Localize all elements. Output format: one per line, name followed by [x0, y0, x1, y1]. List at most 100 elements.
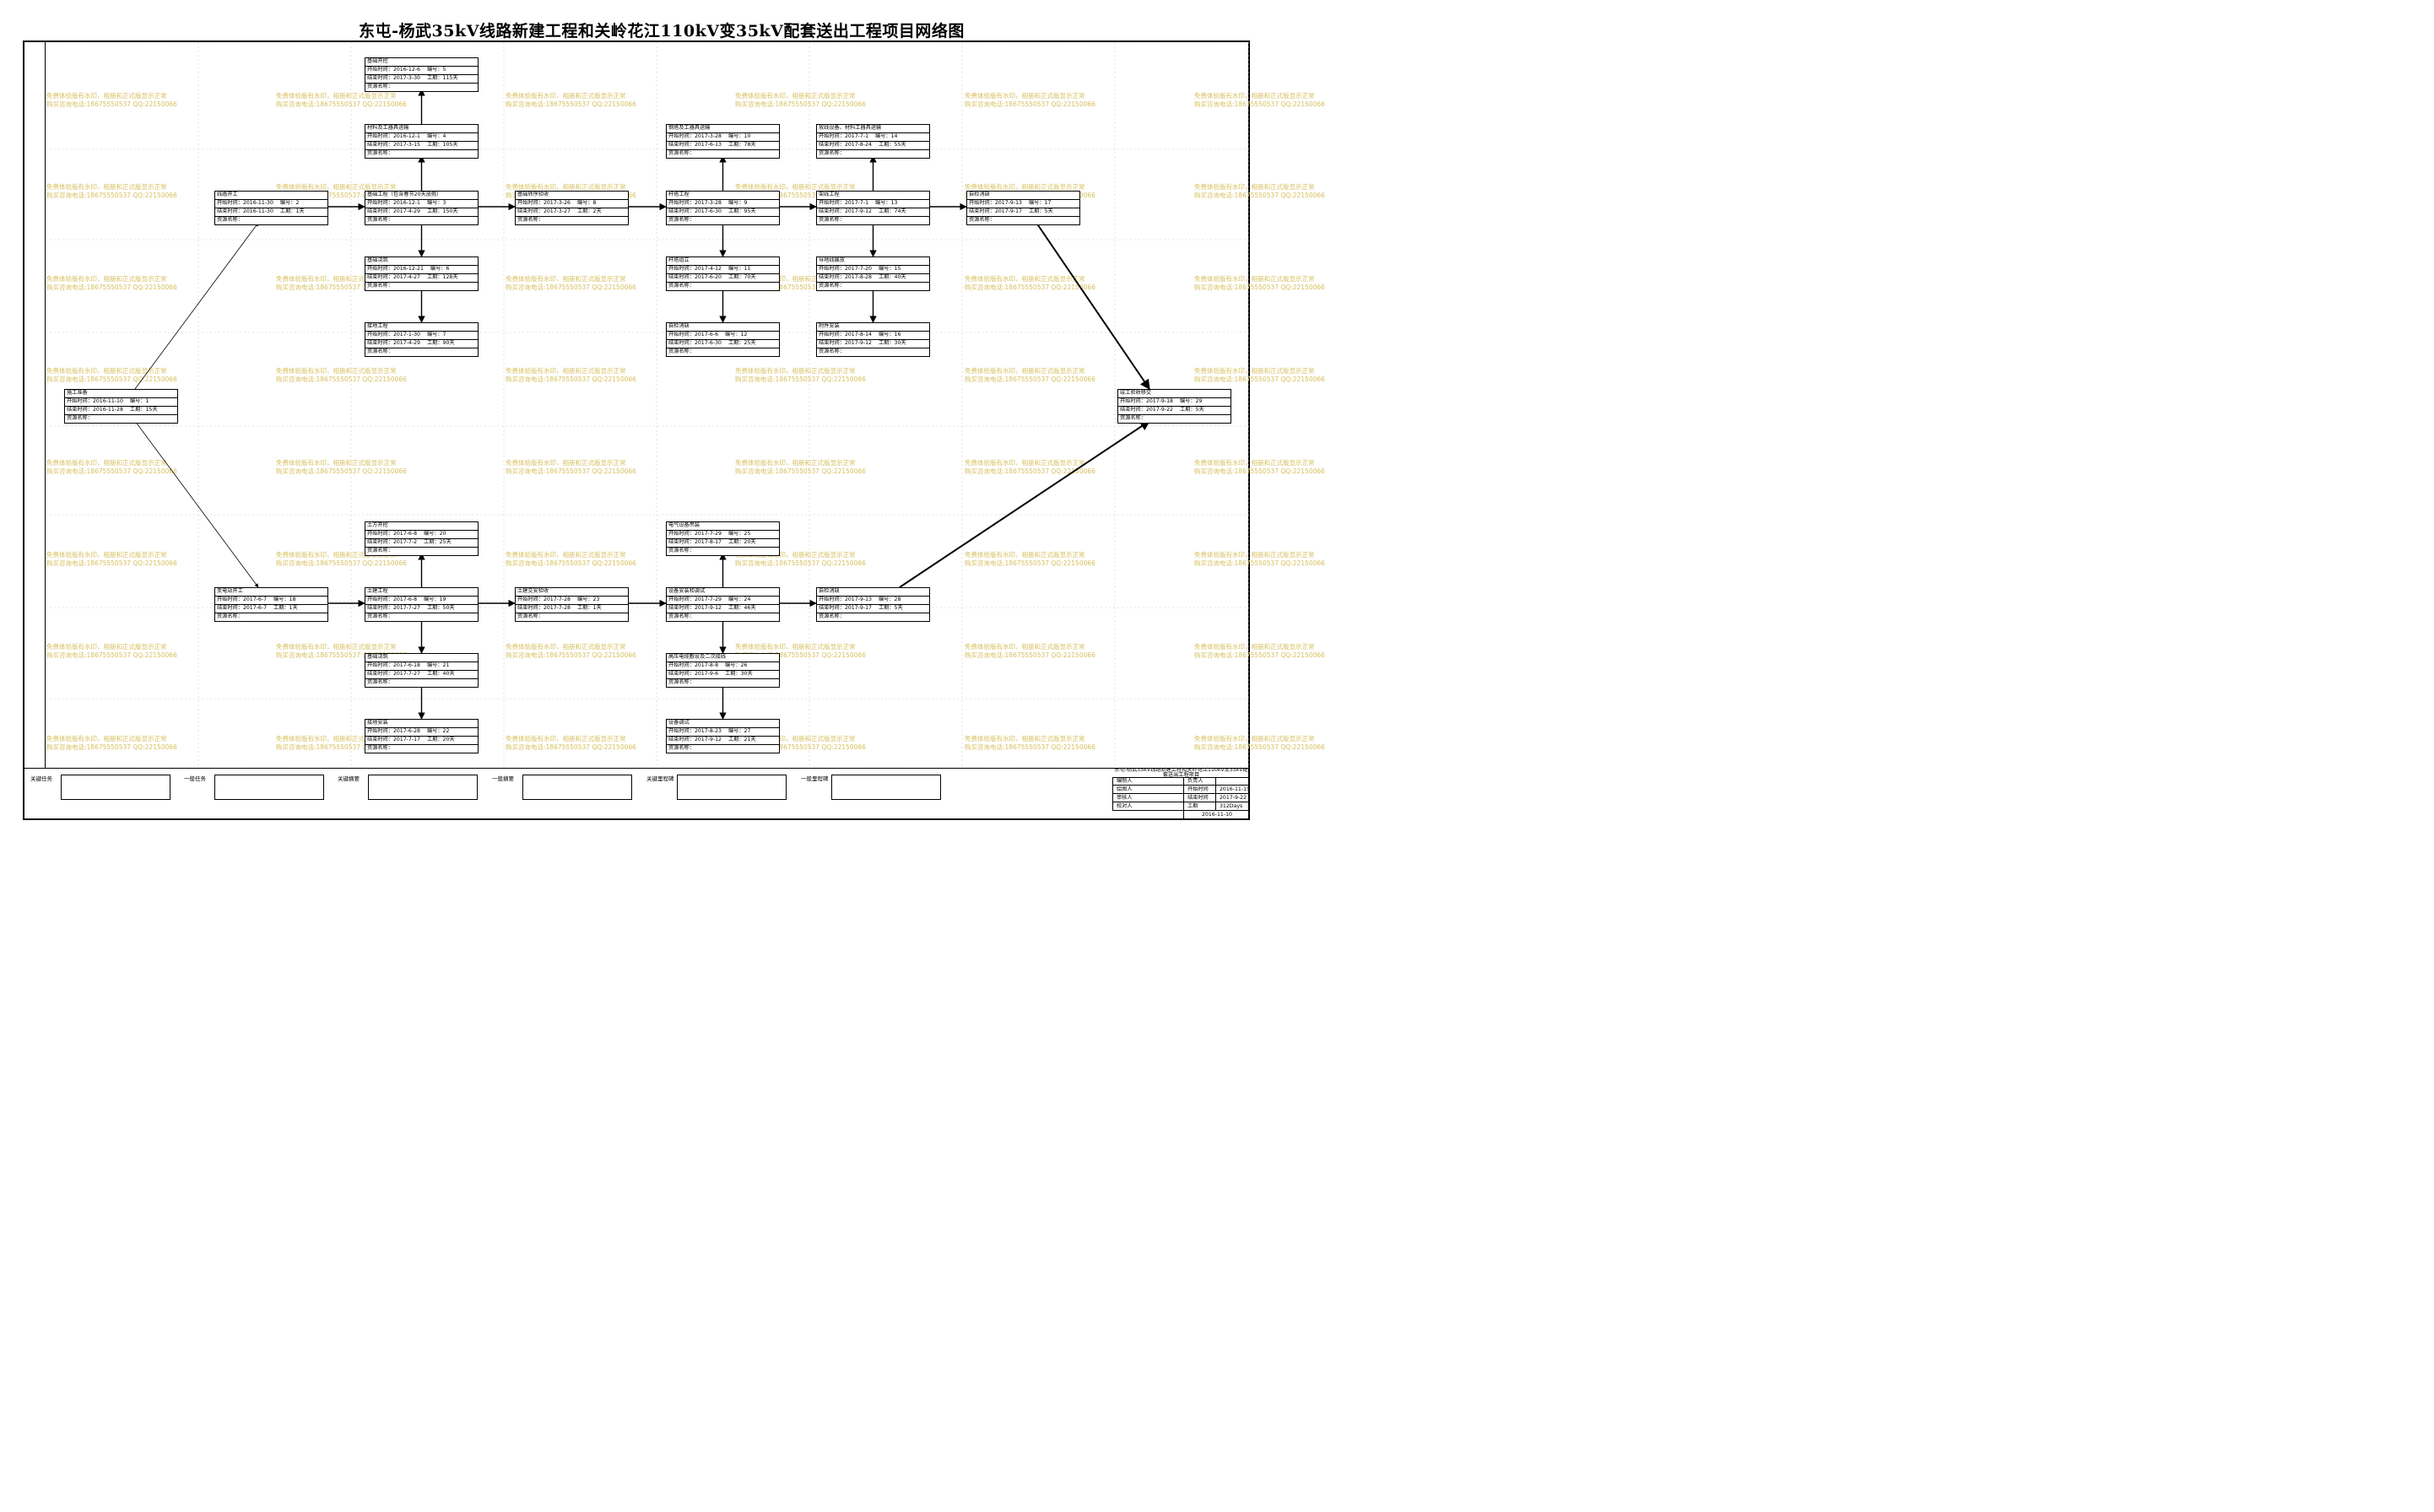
end-date: 2017-9-12: [844, 208, 872, 214]
resource-label: 资源名称：: [969, 217, 995, 223]
start-date: 2017-7-20: [844, 266, 872, 272]
task-id: 7: [442, 332, 446, 338]
legend-label: 关键里程碑: [646, 775, 674, 782]
watermark-text: 免费体验版有水印，相册和正式版显示正常购买咨询电话:18675550537 QQ…: [506, 275, 636, 291]
resource-label: 资源名称：: [367, 348, 393, 354]
end-date: 2017-4-29: [392, 340, 420, 346]
watermark-text: 免费体验版有水印，相册和正式版显示正常购买咨询电话:18675550537 QQ…: [1194, 643, 1325, 659]
resource-label: 资源名称：: [668, 283, 695, 289]
info-date: 2016-11-10: [1183, 811, 1250, 820]
duration-label: 工期：: [426, 142, 443, 148]
task-duration: 1天: [592, 605, 602, 611]
watermark-text: 免费体验版有水印，相册和正式版显示正常购买咨询电话:18675550537 QQ…: [46, 183, 177, 199]
watermark-text: 免费体验版有水印，相册和正式版显示正常购买咨询电话:18675550537 QQ…: [506, 551, 636, 567]
resource-label: 资源名称：: [367, 548, 393, 554]
start-date: 2016-12-6: [392, 67, 420, 73]
watermark-text: 免费体验版有水印，相册和正式版显示正常购买咨询电话:18675550537 QQ…: [965, 735, 1095, 751]
resource-label: 资源名称：: [367, 84, 393, 89]
task-duration: 1天: [289, 605, 298, 611]
start-date: 2017-7-28: [543, 597, 571, 602]
legend-swatch: [368, 775, 478, 800]
start-label: 开始时间：: [217, 200, 243, 206]
resource-label: 资源名称：: [367, 150, 393, 156]
task-id: 15: [894, 266, 901, 272]
watermark-text: 免费体验版有水印，相册和正式版显示正常购买咨询电话:18675550537 QQ…: [735, 551, 866, 567]
id-label: 编号：: [279, 200, 296, 206]
task-name: 材料及工器具运输: [367, 125, 409, 131]
start-date: 2017-6-7: [242, 597, 268, 602]
start-label: 开始时间：: [819, 597, 845, 602]
legend-swatch: [61, 775, 170, 800]
legend-label: 一般任务: [184, 775, 206, 782]
task-duration: 30天: [894, 340, 906, 346]
end-label: 结束时间：: [367, 75, 393, 81]
task-duration: 21天: [744, 737, 756, 742]
task-duration: 115天: [442, 75, 458, 81]
info-cell: 2016-11-15: [1215, 786, 1250, 794]
task-id: 26: [740, 662, 748, 668]
watermark-text: 免费体验版有水印，相册和正式版显示正常购买咨询电话:18675550537 QQ…: [46, 275, 177, 291]
task-duration: 105天: [442, 142, 458, 148]
watermark-text: 免费体验版有水印，相册和正式版显示正常购买咨询电话:18675550537 QQ…: [1194, 735, 1325, 751]
start-label: 开始时间：: [517, 597, 544, 602]
id-label: 编号：: [727, 531, 744, 537]
id-label: 编号：: [576, 597, 593, 602]
task-name: 线路开工: [217, 192, 238, 197]
end-label: 结束时间：: [367, 539, 393, 545]
start-label: 开始时间：: [819, 266, 845, 272]
task-duration: 20天: [744, 539, 756, 545]
end-label: 结束时间：: [819, 340, 845, 346]
resource-label: 资源名称：: [668, 548, 695, 554]
task-name: 接地工程: [367, 323, 388, 329]
watermark-text: 免费体验版有水印，相册和正式版显示正常购买咨询电话:18675550537 QQ…: [506, 92, 636, 108]
resource-label: 资源名称：: [668, 679, 695, 685]
start-label: 开始时间：: [367, 597, 393, 602]
end-label: 结束时间：: [367, 671, 393, 677]
id-label: 编号：: [875, 200, 891, 206]
duration-label: 工期：: [727, 605, 744, 611]
end-label: 结束时间：: [668, 737, 695, 742]
watermark-text: 免费体验版有水印，相册和正式版显示正常购买咨询电话:18675550537 QQ…: [46, 735, 177, 751]
end-label: 结束时间：: [668, 671, 695, 677]
info-cell: 2017-9-22: [1215, 794, 1250, 802]
resource-label: 资源名称：: [367, 217, 393, 223]
end-label: 结束时间：: [217, 208, 243, 214]
end-date: 2017-9-17: [844, 605, 872, 611]
task-duration: 50天: [442, 605, 455, 611]
dependency-arrows: [134, 89, 1150, 720]
task-id: 16: [894, 332, 901, 338]
dependency-arrow: [134, 222, 259, 390]
task-id: 13: [890, 200, 898, 206]
duration-label: 工期：: [1028, 208, 1045, 214]
start-label: 开始时间：: [819, 332, 845, 338]
